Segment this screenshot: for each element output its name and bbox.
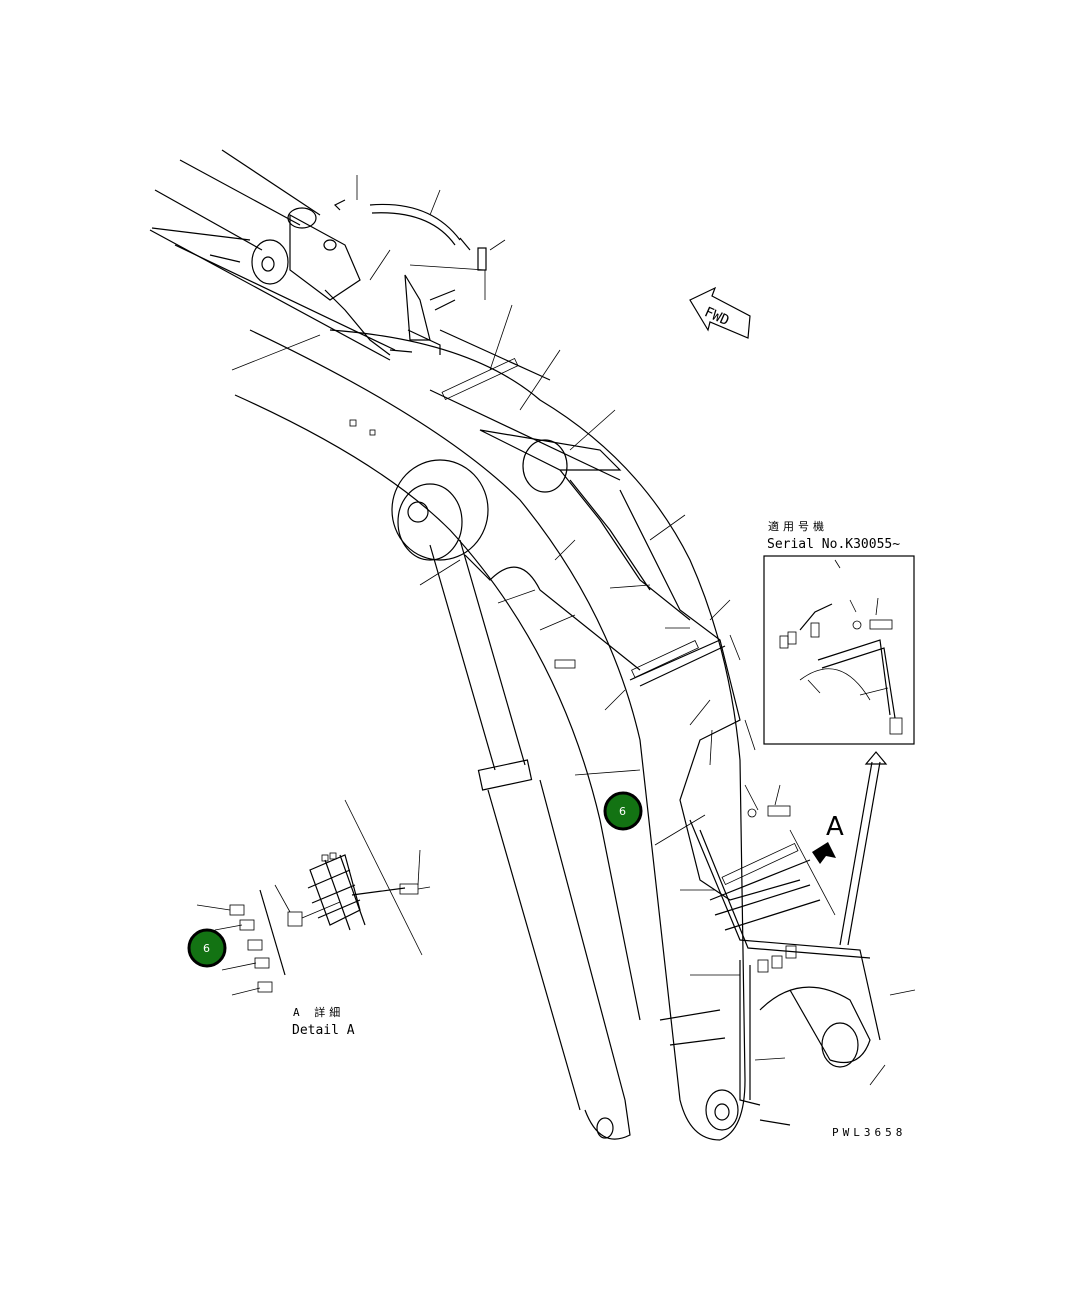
serial-inset-frame [763, 555, 915, 745]
boom-piping-lines [419, 304, 916, 1126]
callout-6-detail[interactable]: 6 [187, 928, 227, 968]
detail-title-en: Detail A [292, 1023, 355, 1038]
view-a-marker: A [812, 751, 888, 946]
fwd-label: FWD [702, 304, 732, 329]
callout-label: 6 [203, 942, 210, 955]
view-a-arrow-icon [812, 842, 836, 864]
fwd-direction-arrow: FWD [689, 286, 751, 339]
hydraulic-cylinder [429, 539, 631, 1140]
callout-6-boom[interactable]: 6 [603, 791, 643, 831]
detail-title-jp: A 詳細 [293, 1005, 344, 1019]
boom-body [234, 329, 871, 1141]
callout-label: 6 [619, 805, 626, 818]
serial-title-en: Serial No.K30055~ [767, 537, 900, 552]
drawing-code: PWL3658 [832, 1126, 906, 1139]
serial-title-jp: 適用号機 [768, 519, 828, 533]
detail-a: A 詳細 Detail A [196, 799, 431, 1038]
serial-inset: 適用号機 Serial No.K30055~ [763, 519, 915, 745]
boom-head-assembly [149, 149, 551, 381]
view-a-label: A [826, 812, 844, 842]
